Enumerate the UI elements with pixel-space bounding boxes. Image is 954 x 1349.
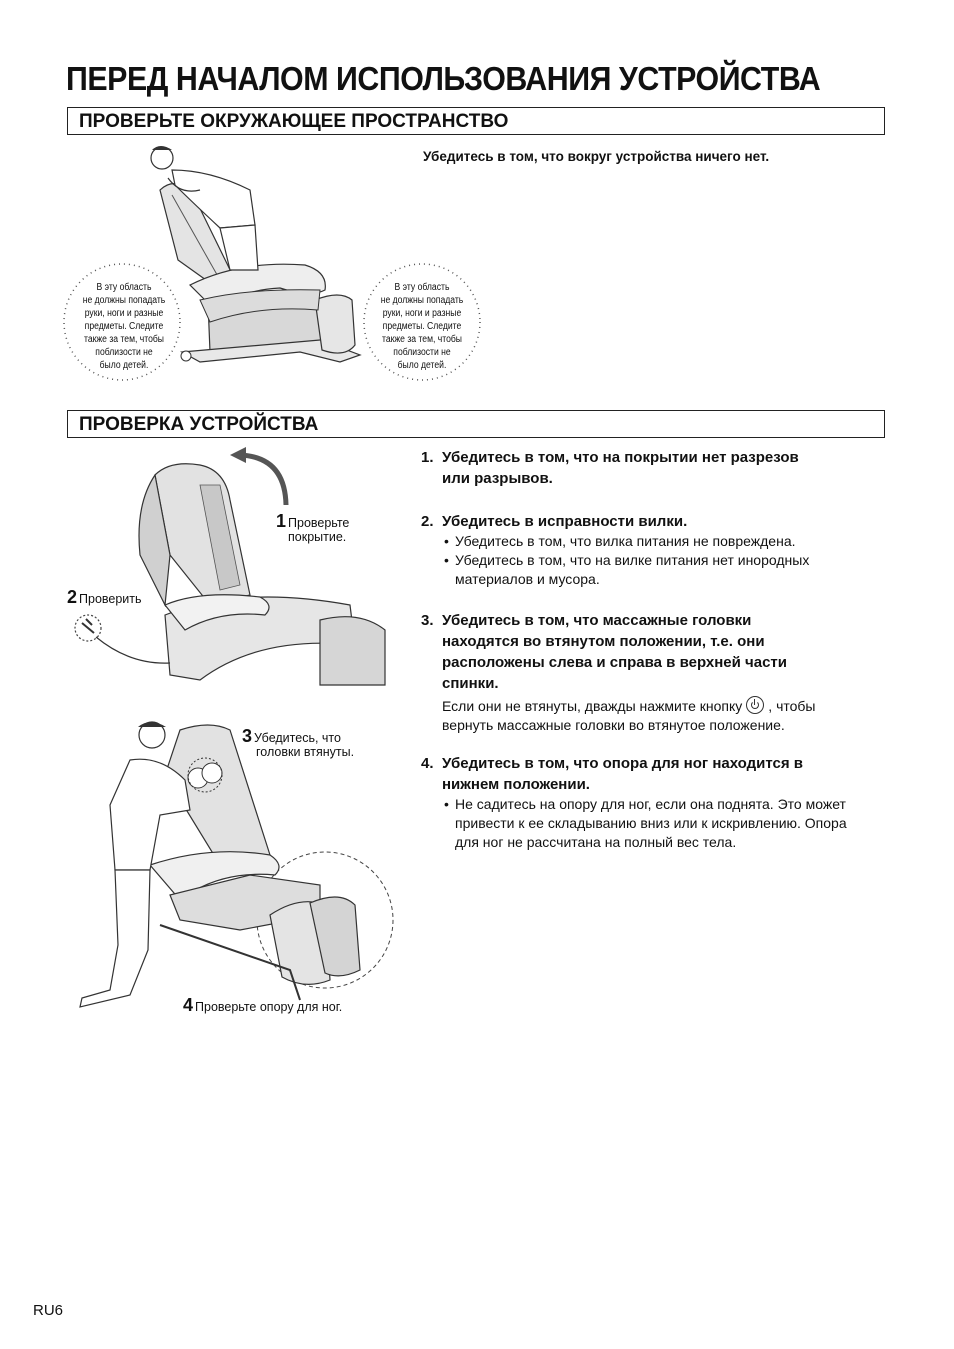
- massage-heads-check-illustration: [79, 721, 394, 1008]
- warning-left-line: В эту область: [96, 282, 152, 293]
- step-heading-line: Убедитесь в том, что опора для ног наход…: [442, 755, 804, 772]
- label-3-number: 3: [242, 726, 253, 746]
- step-number: 2.: [421, 513, 434, 530]
- warning-left-line: руки, ноги и разные: [84, 308, 164, 319]
- step-3-note-text-3: вернуть массажные головки во втянутое по…: [442, 717, 785, 733]
- step-number: 3.: [421, 612, 434, 629]
- step-1: 1. Убедитесь в том, что на покрытии нет …: [421, 447, 871, 489]
- step-heading-line: расположены слева и справа в верхней час…: [442, 654, 787, 671]
- chair-surroundings-illustration: [63, 146, 481, 381]
- warning-right-line: также за тем, чтобы: [382, 334, 462, 345]
- step-number: 4.: [421, 755, 434, 772]
- page-number: RU6: [33, 1302, 64, 1319]
- step-heading-line: спинки.: [442, 675, 499, 692]
- warning-left-text: В эту область не должны попадать руки, н…: [82, 281, 166, 372]
- label-2-number: 2: [67, 587, 78, 607]
- power-plug-icon: [74, 614, 102, 642]
- warning-left-line: не должны попадать: [82, 295, 166, 306]
- label-1-text: Проверьте: [288, 516, 350, 530]
- step-4: 4. Убедитесь в том, что опора для ног на…: [421, 753, 871, 852]
- section-heading-device-check: ПРОВЕРКА УСТРОЙСТВА: [67, 410, 885, 438]
- bullet-text: Не садитесь на опору для ног, если она п…: [455, 796, 847, 850]
- step-heading-line: Убедитесь в том, что массажные головки: [442, 612, 752, 629]
- warning-left-line: было детей.: [99, 360, 149, 371]
- step-3-note: Если они не втянуты, дважды нажмите кноп…: [421, 696, 871, 735]
- label-1-number: 1: [276, 511, 287, 531]
- warning-right-line: В эту область: [394, 282, 450, 293]
- chair-check-illustration: [74, 447, 386, 686]
- warning-right-line: предметы. Следите: [382, 321, 462, 332]
- step-2: 2. Убедитесь в исправности вилки. •Убеди…: [421, 511, 871, 589]
- step-2-bullet: •Убедитесь в том, что на вилке питания н…: [421, 551, 871, 589]
- warning-left-line: предметы. Следите: [84, 321, 164, 332]
- label-4-number: 4: [183, 995, 194, 1015]
- page-title: ПЕРЕД НАЧАЛОМ ИСПОЛЬЗОВАНИЯ УСТРОЙСТВА: [66, 60, 821, 97]
- step-3-note-text: Если они не втянуты, дважды нажмите кноп…: [442, 698, 743, 714]
- step-3-note-text-2: , чтобы: [768, 698, 816, 714]
- surroundings-lead-text: Убедитесь в том, что вокруг устройства н…: [423, 149, 770, 164]
- step-heading-line: находятся во втянутом положении, т.е. он…: [442, 633, 765, 650]
- warning-left-line: также за тем, чтобы: [84, 334, 164, 345]
- step-2-bullet: •Убедитесь в том, что вилка питания не п…: [444, 533, 796, 549]
- label-1-text-2: покрытие.: [288, 530, 347, 544]
- step-heading-line: или разрывов.: [442, 470, 553, 487]
- warning-right-line: не должны попадать: [380, 295, 464, 306]
- step-number: 1.: [421, 449, 434, 466]
- bullet-text: Убедитесь в том, что вилка питания не по…: [455, 533, 796, 549]
- warning-right-line: было детей.: [397, 360, 447, 371]
- rotate-arrow-icon: [239, 452, 289, 506]
- step-heading-line: Убедитесь в исправности вилки.: [442, 513, 688, 530]
- section-heading-surroundings: ПРОВЕРЬТЕ ОКРУЖАЮЩЕЕ ПРОСТРАНСТВО: [67, 107, 885, 135]
- label-4-text: Проверьте опору для ног.: [195, 1000, 343, 1014]
- label-3-text-2: головки втянуты.: [256, 745, 355, 759]
- step-4-bullet: •Не садитесь на опору для ног, если она …: [421, 795, 872, 852]
- warning-left-line: поблизости не: [95, 347, 153, 358]
- label-3-text: Убедитесь, что: [254, 731, 341, 745]
- warning-right-text: В эту область не должны попадать руки, н…: [380, 281, 464, 372]
- step-heading-line: нижнем положении.: [442, 776, 590, 793]
- bullet-text: Убедитесь в том, что на вилке питания не…: [455, 552, 810, 587]
- label-2-text: Проверить: [79, 592, 142, 606]
- step-3: 3. Убедитесь в том, что массажные головк…: [421, 610, 871, 735]
- warning-right-line: руки, ноги и разные: [382, 308, 462, 319]
- power-button-icon: [746, 696, 765, 714]
- step-heading-line: Убедитесь в том, что на покрытии нет раз…: [442, 449, 799, 466]
- warning-right-line: поблизости не: [393, 347, 451, 358]
